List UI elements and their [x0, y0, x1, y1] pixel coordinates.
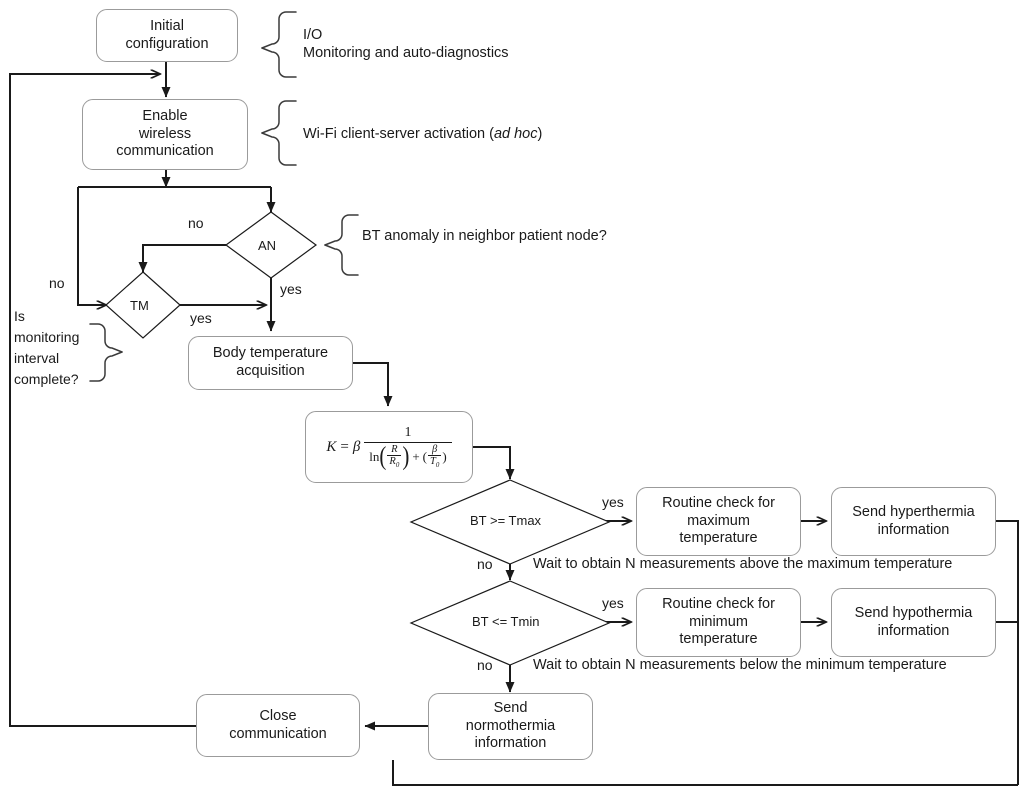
formula-R: R — [391, 443, 398, 455]
edge-label-btmin-yes: yes — [602, 595, 624, 611]
decision-bt-max[interactable] — [405, 479, 615, 565]
edge-label-an-no: no — [188, 215, 204, 231]
decision-bt-max-label: BT >= Tmax — [470, 513, 542, 528]
edge-label-btmax-yes: yes — [602, 494, 624, 510]
formula-denominator: ln ( R R0 ) + ( β T0 ) — [364, 440, 452, 471]
formula-plus: + — [412, 448, 420, 464]
decision-tm-label: TM — [130, 298, 149, 313]
annotation-wifi-suffix: ) — [537, 126, 543, 142]
formula-numerator: 1 — [404, 424, 412, 440]
formula-beta-over-t0: β T0 — [428, 443, 442, 470]
formula-beta: β — [352, 438, 361, 455]
formula-beta2: β — [432, 443, 438, 455]
edge-label-tm-no: no — [49, 275, 65, 291]
formula-R0: R0 — [387, 454, 402, 470]
edge-label-btmin-no: no — [477, 657, 493, 673]
formula-paren-open: ( — [379, 440, 387, 471]
decision-an[interactable] — [181, 179, 361, 311]
decision-an-label: AN — [258, 238, 277, 253]
node-temperature-formula[interactable]: K = β 1 ln ( R R0 ) + ( β T0 — [305, 411, 473, 483]
formula-paren2-open: ( — [422, 448, 427, 464]
edge-label-tm-yes: yes — [190, 310, 212, 326]
formula-T0: T0 — [428, 454, 442, 470]
formula-resistance-ratio: R R0 — [387, 443, 402, 470]
decision-bt-min[interactable] — [405, 580, 615, 666]
formula-ln: ln — [369, 448, 380, 464]
annotation-io-line1: I/O — [303, 27, 323, 43]
decision-bt-min-label: BT <= Tmin — [472, 614, 540, 629]
formula-expression: K = β 1 ln ( R R0 ) + ( β T0 — [326, 424, 452, 471]
annotation-wifi-italic: ad hoc — [493, 126, 538, 142]
annotation-io-line2: Monitoring and auto-diagnostics — [303, 45, 509, 62]
annotation-wifi-prefix: Wi-Fi client-server activation ( — [303, 126, 494, 142]
annotation-wait-min: Wait to obtain N measurements below the … — [533, 657, 947, 673]
formula-main-fraction: 1 ln ( R R0 ) + ( β T0 ) — [364, 424, 452, 471]
edge-label-btmax-no: no — [477, 556, 493, 572]
annotation-wait-max: Wait to obtain N measurements above the … — [533, 556, 953, 572]
edge-label-an-yes: yes — [280, 281, 302, 297]
formula-lhs: K — [326, 438, 337, 455]
formula-paren2-close: ) — [442, 448, 447, 464]
annotation-io: I/O Monitoring and auto-diagnostics — [303, 26, 509, 63]
formula-equals: = — [340, 438, 349, 455]
annotation-wifi: Wi-Fi client-server activation (ad hoc) — [303, 125, 542, 143]
annotation-an-question: BT anomaly in neighbor patient node? — [362, 228, 607, 244]
formula-paren-close: ) — [402, 440, 410, 471]
decision-tm[interactable] — [53, 239, 233, 371]
